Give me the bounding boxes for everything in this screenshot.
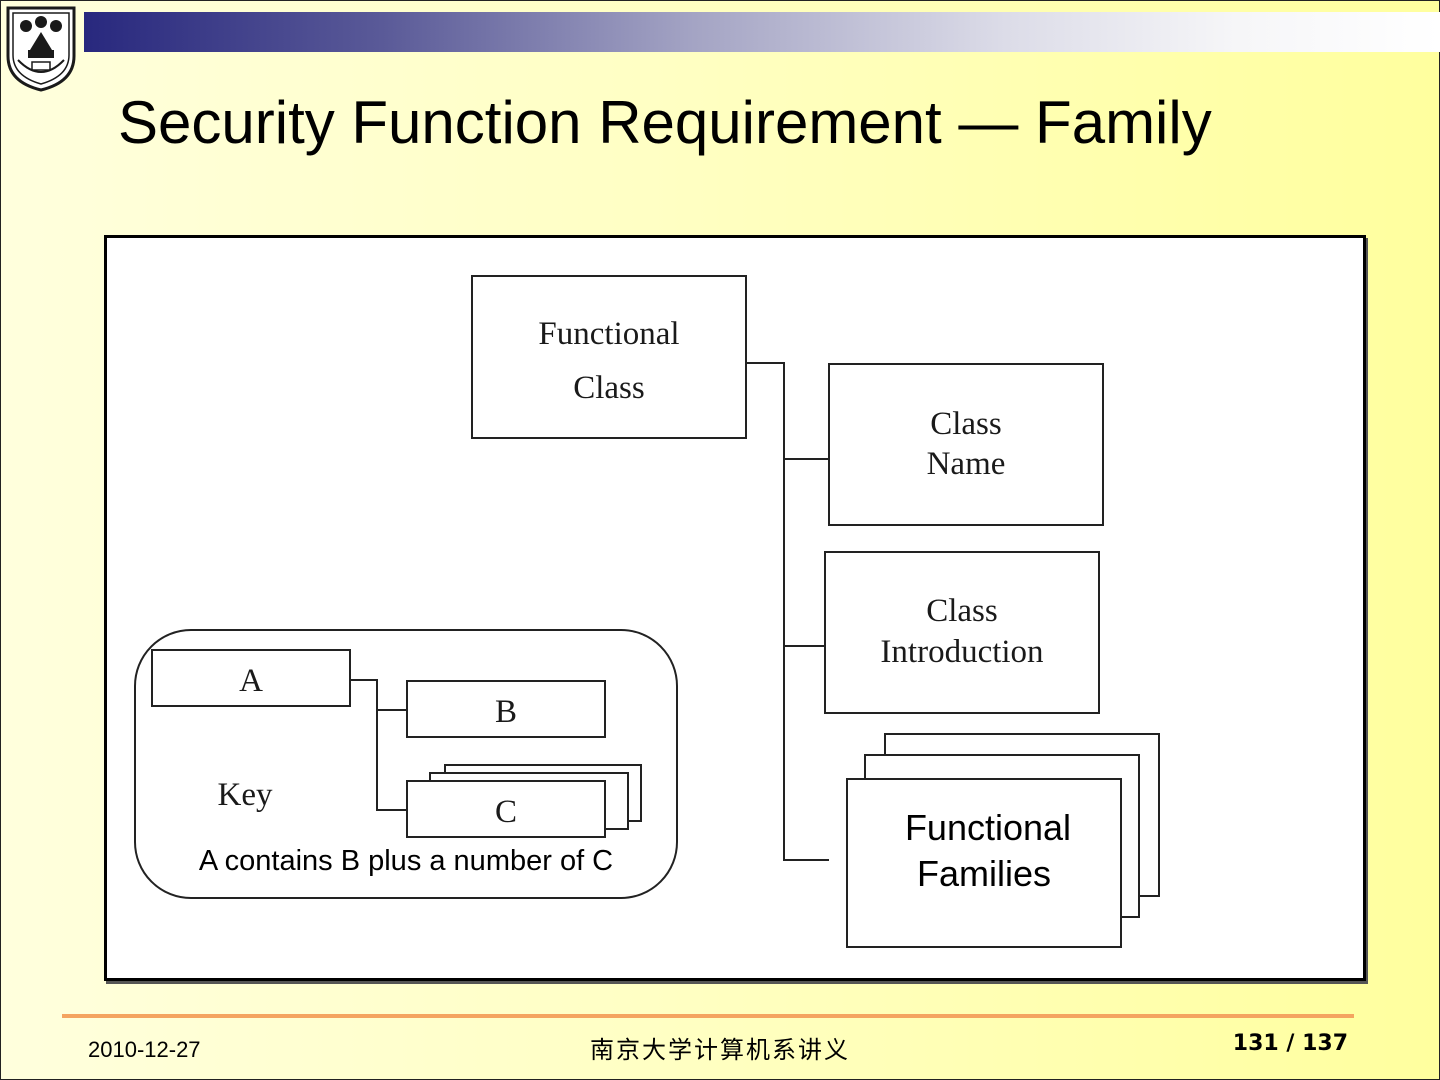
class-introduction-label-1: Class xyxy=(926,593,998,629)
key-b-label: B xyxy=(495,694,517,730)
university-seal-icon xyxy=(4,4,78,92)
functional-families-label-1: Functional xyxy=(905,807,1071,848)
header-gradient-bar xyxy=(84,12,1440,52)
key-caption: A contains B plus a number of C xyxy=(199,845,613,877)
key-box-b xyxy=(406,680,606,738)
footer-date: 2010-12-27 xyxy=(88,1037,201,1062)
page-number: 131 / 137 xyxy=(1232,1031,1348,1056)
structure-diagram: Functional Class Class Name Class Introd… xyxy=(134,275,1160,948)
slide-title: Security Function Requirement — Family xyxy=(118,89,1212,156)
key-connector xyxy=(350,679,407,811)
footer-divider xyxy=(62,1014,1354,1018)
functional-families-label-2: Families xyxy=(917,853,1051,894)
connector-trunk xyxy=(746,362,829,861)
functional-class-box xyxy=(471,275,747,439)
families-stack-front xyxy=(846,778,1122,948)
key-title: Key xyxy=(218,777,273,813)
key-c-label: C xyxy=(495,794,517,830)
functional-class-label-2: Class xyxy=(573,370,645,406)
footer-course-title: 南京大学计算机系讲义 xyxy=(590,1036,850,1064)
class-introduction-box xyxy=(824,551,1100,714)
class-name-box xyxy=(828,363,1104,526)
functional-class-label-1: Functional xyxy=(538,316,679,352)
class-introduction-label-2: Introduction xyxy=(880,634,1043,670)
class-name-label-2: Name xyxy=(927,446,1006,482)
key-legend-box xyxy=(134,629,678,899)
key-box-a xyxy=(151,649,351,707)
key-box-c xyxy=(406,780,606,838)
diagram-figure: Functional Class Class Name Class Introd… xyxy=(104,235,1366,981)
key-a-label: A xyxy=(239,663,263,699)
class-name-label-1: Class xyxy=(930,406,1002,442)
